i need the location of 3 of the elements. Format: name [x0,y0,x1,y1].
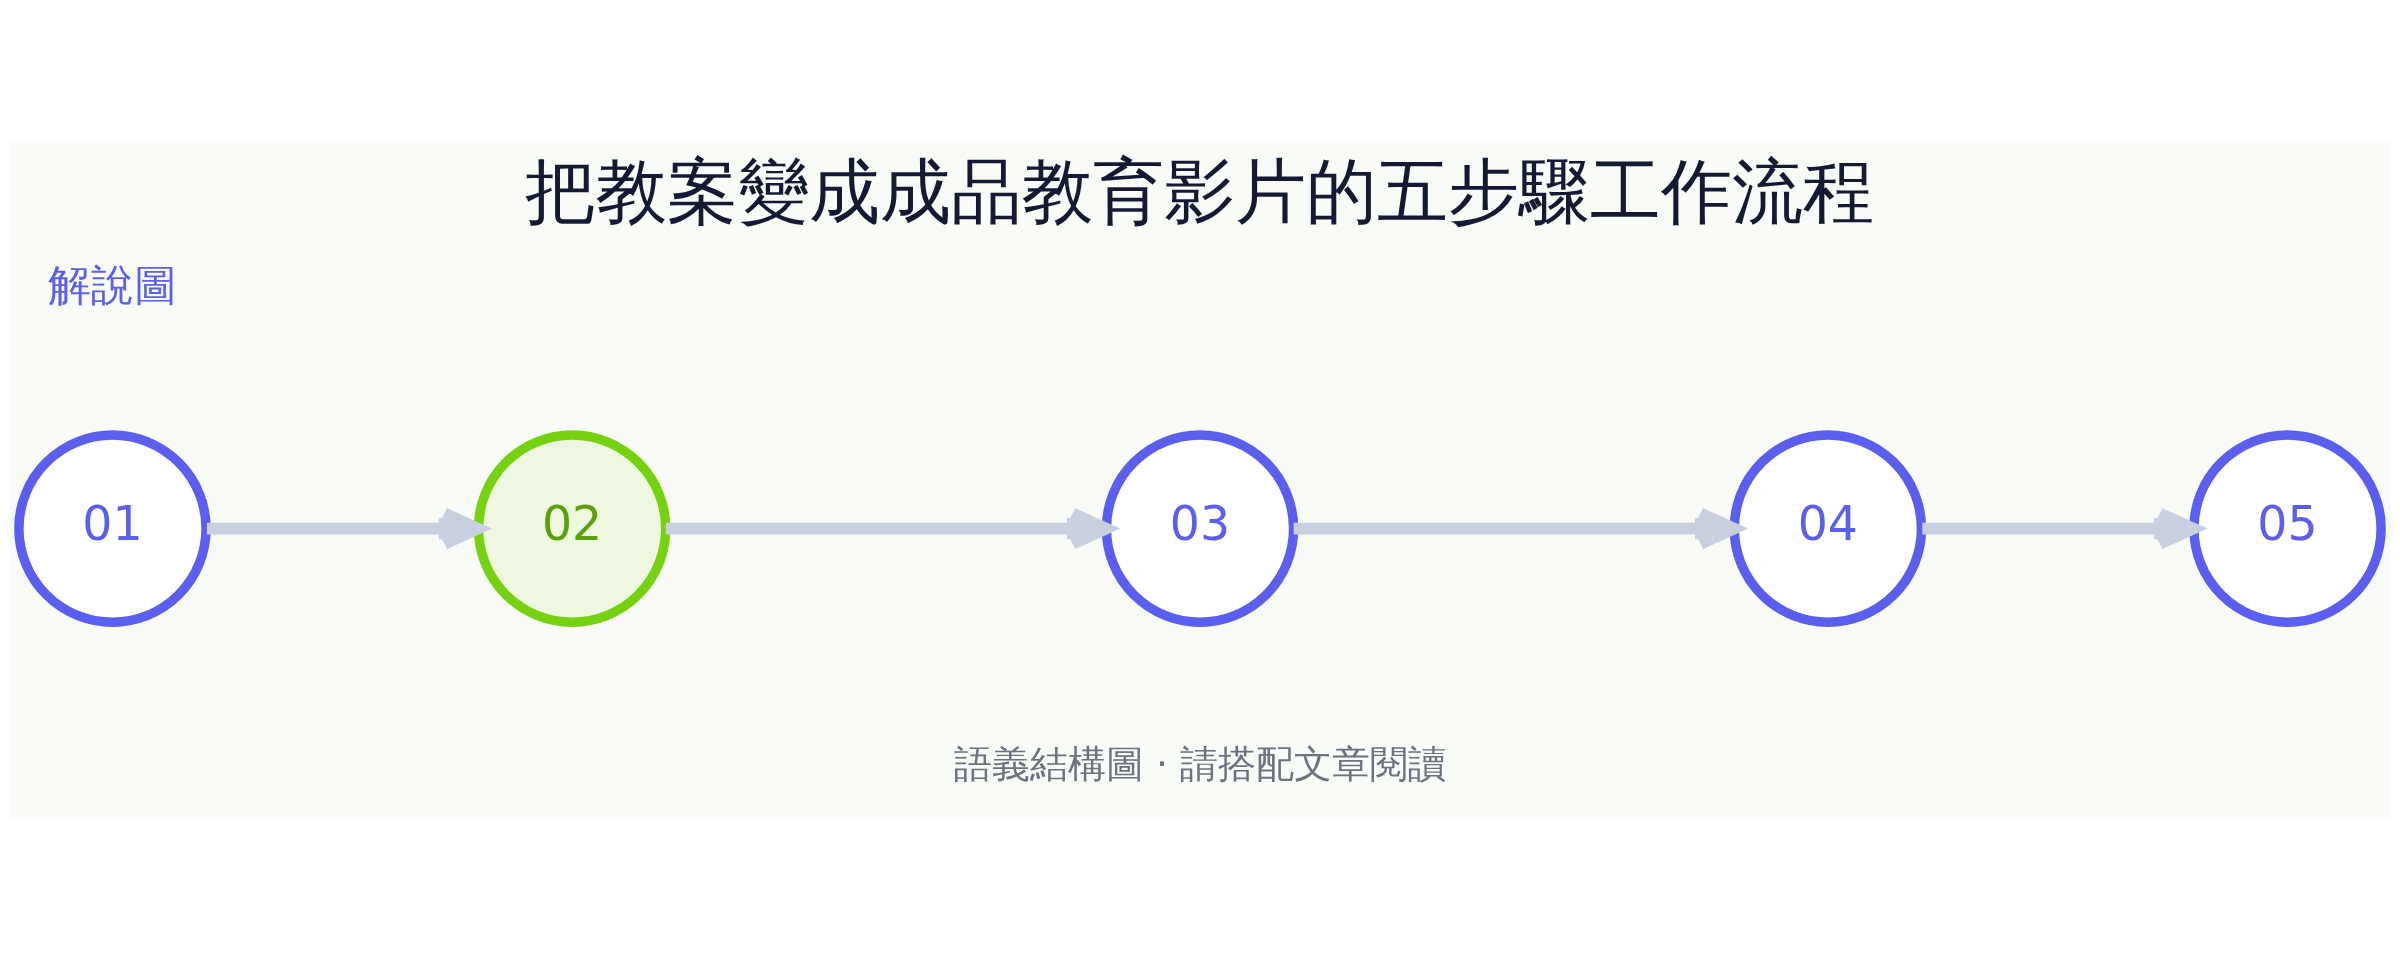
diagram-title: 把教案變成成品教育影片的五步驟工作流程 [525,149,1875,233]
label: 解說圖 [47,259,177,310]
caption: 語義結構圖 · 請搭配文章閱讀 [953,741,1447,786]
